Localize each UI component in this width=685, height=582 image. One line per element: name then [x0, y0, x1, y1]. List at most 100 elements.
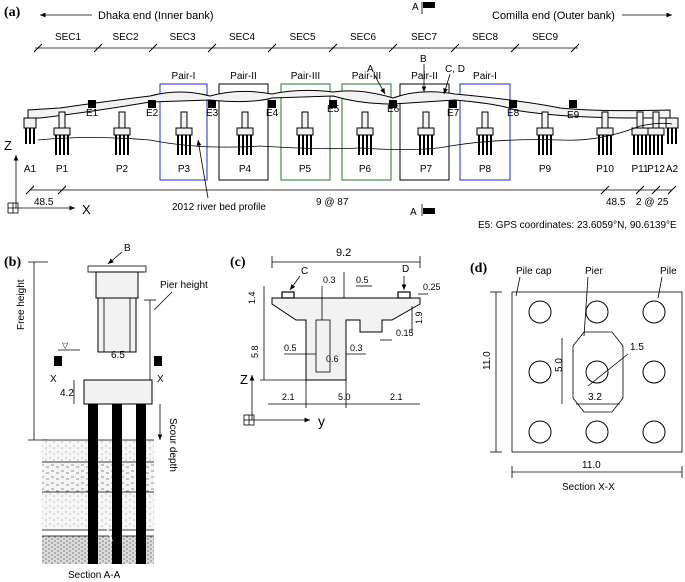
- pier-pile-cap: [417, 127, 435, 136]
- dim-50-label: 5.0: [554, 358, 565, 372]
- pier-pile: [362, 135, 364, 155]
- pier-pile: [358, 135, 360, 155]
- pier-pile: [661, 135, 663, 155]
- section-label: SEC3: [169, 32, 196, 43]
- dim-03a-label: 0.3: [323, 275, 336, 285]
- pier-pile-cap: [596, 127, 614, 136]
- joint-label: E2: [146, 108, 159, 119]
- pier-pile: [370, 135, 372, 155]
- dim-06-label: 0.6: [326, 354, 339, 364]
- pier-pile: [298, 135, 300, 155]
- pile-circle: [528, 420, 552, 444]
- dim-05a-label: 0.5: [356, 275, 369, 285]
- river-bed-profile: [37, 122, 673, 150]
- pile-circle: [642, 360, 666, 384]
- joint-label: E5: [327, 104, 340, 115]
- pier-pile: [602, 135, 604, 155]
- pile-left: [88, 404, 98, 564]
- section-a-marker-bottom: A: [410, 207, 417, 218]
- abutment-pile: [671, 128, 673, 144]
- section-label: SEC5: [289, 32, 316, 43]
- pier-label: Pier: [585, 266, 603, 277]
- pile-circle: [585, 420, 609, 444]
- joint-label: E8: [507, 108, 520, 119]
- pair-box: [459, 83, 511, 181]
- span-tick: [600, 185, 610, 195]
- pair-box: [399, 83, 450, 181]
- dim-42-label: 4.2: [60, 388, 74, 399]
- pier-pile-cap: [113, 127, 131, 136]
- width-total-label: 9.2: [336, 247, 351, 259]
- pile-circle: [642, 300, 666, 324]
- pier-column: [422, 111, 430, 129]
- section-label: SEC9: [532, 32, 559, 43]
- pier-pile: [119, 135, 121, 155]
- pier-label: P4: [239, 164, 252, 175]
- pier-pile: [177, 135, 179, 155]
- pier-pointer: [583, 276, 589, 337]
- pier-pile-cap: [476, 127, 494, 136]
- pile-circle: [585, 300, 609, 324]
- span-tick: [667, 185, 677, 195]
- pile-pointer: [657, 276, 663, 299]
- section-a-a-caption: Section A-A: [68, 570, 121, 581]
- free-height-label: Free height: [16, 279, 27, 330]
- pier-pile: [302, 135, 304, 155]
- pair-label: Pair-III: [291, 71, 320, 82]
- panel-b-label: (b): [4, 255, 21, 270]
- pier-pile-cap: [175, 127, 193, 136]
- pier-pile: [423, 135, 425, 155]
- pier-pile: [546, 135, 548, 155]
- section-label: SEC8: [472, 32, 499, 43]
- marker-a-label: A: [367, 64, 374, 75]
- pier-pile: [67, 135, 69, 155]
- pair-label: Pair-II: [230, 71, 257, 82]
- section-label: SEC2: [112, 32, 139, 43]
- pier-column: [301, 111, 309, 129]
- pier-pile: [641, 135, 643, 155]
- joint-marker: [88, 100, 96, 108]
- pier-pile: [55, 135, 57, 155]
- pair-box: [280, 83, 331, 181]
- section-x-right: X: [157, 374, 164, 385]
- pier-pile: [63, 135, 65, 155]
- barrier-left: [281, 291, 295, 299]
- dim-110-h-label: 11.0: [582, 460, 601, 471]
- gps-label: E5: GPS coordinates: 23.6059°N, 90.6139°…: [478, 220, 677, 231]
- dim-03b-label: 0.3: [350, 343, 363, 353]
- river-bed-label: 2012 river bed profile: [172, 202, 266, 213]
- panel-d: (d) Pile cap Pier Pile 5.0 3.2 1.5 11.0 …: [470, 261, 683, 493]
- marker-b-label: B: [124, 243, 131, 254]
- pier-label: P7: [420, 164, 433, 175]
- pier-pile: [189, 135, 191, 155]
- pier-pile: [538, 135, 540, 155]
- pile-label: Pile: [660, 266, 677, 277]
- pier-label: P6: [359, 164, 372, 175]
- pier-cap: [95, 271, 139, 299]
- pier-pile: [246, 135, 248, 155]
- marker-c-label: C: [301, 266, 308, 277]
- pier-pile-cap: [647, 127, 665, 136]
- dim-015-label: 0.15: [396, 328, 414, 338]
- section-ticks: [33, 43, 580, 53]
- dim-05b-label: 0.5: [284, 343, 297, 353]
- marker-b-arrow: [107, 251, 123, 265]
- section-a-flag-top: [423, 2, 435, 8]
- abutment-pile: [33, 128, 35, 144]
- pier-label: P5: [299, 164, 312, 175]
- abutment-pile: [667, 128, 669, 144]
- panel-b: (b) Free height B Pier height ▽ 6.5 X X: [4, 243, 208, 581]
- pile-circle: [642, 420, 666, 444]
- section-tick: [450, 43, 460, 53]
- pier-pile: [306, 135, 308, 155]
- river-bed-pointer: [196, 139, 209, 199]
- pier-pile: [123, 135, 125, 155]
- pier-label: P3: [178, 164, 191, 175]
- marker-cd-label: C, D: [445, 64, 465, 75]
- abutment-pile: [25, 128, 27, 144]
- marker-cd-arrow: [443, 73, 451, 95]
- joint-marker: [389, 100, 397, 108]
- pier-column: [180, 111, 188, 129]
